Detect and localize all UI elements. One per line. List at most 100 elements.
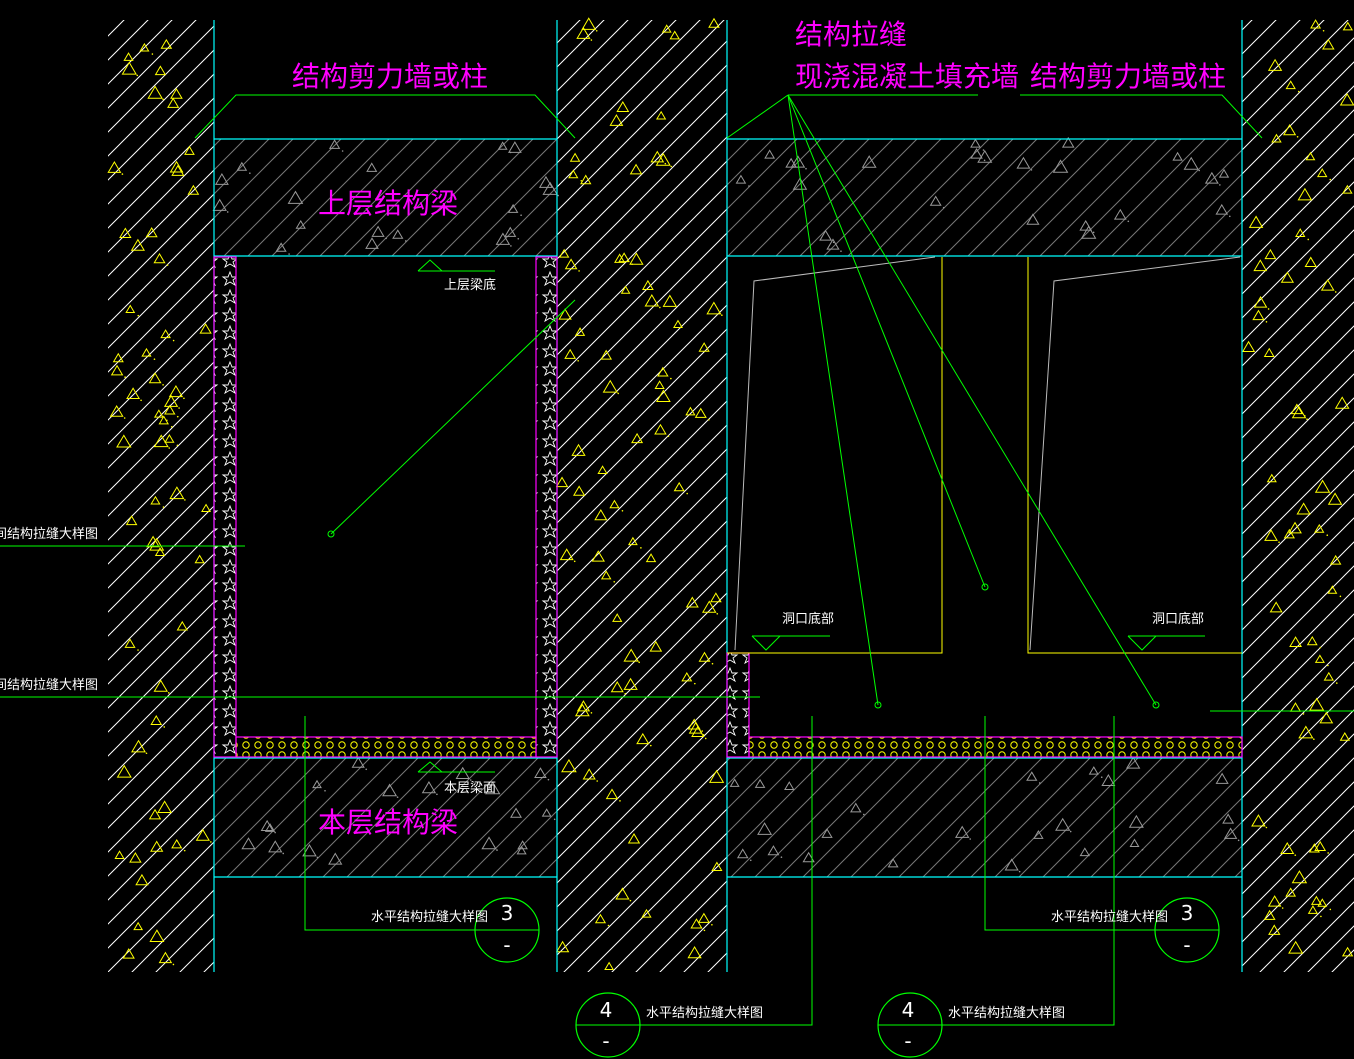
center-shear-wall bbox=[557, 20, 727, 972]
aggregate-mark bbox=[571, 443, 586, 456]
aggregate-mark bbox=[153, 679, 169, 692]
aggregate-mark bbox=[1266, 473, 1277, 483]
aggregate-dot bbox=[607, 924, 610, 927]
aggregate-mark bbox=[169, 486, 185, 500]
aggregate-mark bbox=[1342, 184, 1353, 194]
aggregate-mark bbox=[538, 175, 553, 188]
aggregate-mark bbox=[580, 174, 592, 185]
aggregate-dot bbox=[686, 492, 688, 495]
vertical-joint-detail-label-2: 间结构拉缝大样图 bbox=[0, 678, 98, 693]
aggregate-dot bbox=[1306, 418, 1308, 421]
aggregate-dot bbox=[1278, 541, 1280, 543]
detail-callout-3-right[interactable]: 3 - bbox=[1154, 897, 1220, 963]
aggregate-mark bbox=[1327, 585, 1338, 594]
aggregate-mark bbox=[561, 758, 577, 773]
aggregate-mark bbox=[685, 406, 696, 416]
aggregate-dot bbox=[983, 159, 986, 162]
aggregate-dot bbox=[1030, 169, 1033, 171]
aggregate-mark bbox=[1267, 895, 1282, 907]
detail-callout-3-left[interactable]: 3 - bbox=[474, 897, 540, 963]
aggregate-mark bbox=[1322, 38, 1335, 50]
aggregate-dot bbox=[590, 39, 593, 41]
aggregate-dot bbox=[553, 818, 556, 821]
aggregate-mark bbox=[623, 677, 638, 690]
aggregate-mark bbox=[167, 97, 180, 108]
cast-infill-label: 现浇混凝土填充墙 bbox=[795, 60, 1019, 93]
aggregate-mark bbox=[365, 237, 379, 249]
aggregate-dot bbox=[640, 547, 642, 549]
aggregate-mark bbox=[154, 65, 167, 76]
leader-end-dots bbox=[327, 530, 1160, 709]
aggregate-mark bbox=[641, 908, 652, 918]
aggregate-mark bbox=[887, 858, 899, 868]
aggregate-dot bbox=[659, 306, 661, 309]
aggregate-mark bbox=[150, 714, 163, 725]
right-vertical-joint-stub bbox=[726, 652, 750, 758]
left-shear-wall bbox=[108, 20, 214, 972]
aggregate-mark bbox=[650, 150, 665, 163]
structural-joint-label: 结构拉缝 bbox=[795, 18, 907, 51]
aggregate-mark bbox=[112, 352, 124, 363]
aggregate-dot bbox=[716, 613, 719, 615]
aggregate-mark bbox=[576, 26, 591, 39]
aggregate-mark bbox=[615, 887, 630, 900]
aggregate-dot bbox=[226, 211, 229, 213]
aggregate-mark bbox=[1316, 168, 1328, 178]
aggregate-dot bbox=[1069, 830, 1072, 833]
aggregate-mark bbox=[164, 404, 176, 415]
callout-number: 4 bbox=[600, 998, 613, 1022]
aggregate-mark bbox=[1341, 946, 1354, 957]
aggregate-mark bbox=[163, 394, 179, 407]
aggregate-dot bbox=[1267, 308, 1270, 310]
aggregate-mark bbox=[1289, 636, 1303, 648]
aggregate-dot bbox=[617, 392, 620, 395]
aggregate-dot bbox=[509, 151, 512, 154]
aggregate-dot bbox=[580, 179, 583, 182]
aggregate-mark bbox=[123, 52, 134, 61]
left-horizontal-joint bbox=[235, 736, 537, 758]
aggregate-dot bbox=[163, 726, 166, 728]
horizontal-joint-detail-label-right: 水平结构拉缝大样图 bbox=[1051, 910, 1168, 925]
aggregate-dot bbox=[721, 314, 723, 316]
aggregate-dot bbox=[1327, 852, 1329, 854]
aggregate-mark bbox=[1248, 215, 1264, 228]
aggregate-mark bbox=[351, 756, 365, 768]
aggregate-mark bbox=[690, 918, 703, 929]
aggregate-mark bbox=[792, 177, 808, 190]
aggregate-mark bbox=[1268, 924, 1281, 935]
aggregate-mark bbox=[610, 681, 624, 693]
callout-number: 3 bbox=[501, 901, 514, 925]
aggregate-dot bbox=[1237, 839, 1240, 842]
aggregate-mark bbox=[125, 515, 138, 526]
aggregate-dot bbox=[577, 360, 579, 362]
aggregate-mark bbox=[1310, 19, 1322, 29]
aggregate-mark bbox=[1252, 309, 1265, 321]
aggregate-mark bbox=[122, 948, 135, 959]
aggregate-mark bbox=[1283, 528, 1295, 539]
aggregate-dot bbox=[704, 737, 707, 740]
aggregate-dot bbox=[396, 796, 399, 798]
aggregate-mark bbox=[107, 160, 122, 173]
detail-callout-4-left[interactable]: 4 - bbox=[575, 992, 641, 1058]
aggregate-mark bbox=[147, 85, 163, 99]
aggregate-dot bbox=[496, 849, 498, 851]
callout-number: 4 bbox=[902, 998, 915, 1022]
detail-callout-4-right[interactable]: 4 - bbox=[877, 992, 943, 1058]
aggregate-dot bbox=[316, 856, 319, 859]
aggregate-mark bbox=[662, 294, 678, 307]
aggregate-mark bbox=[421, 781, 437, 794]
aggregate-mark bbox=[275, 242, 287, 252]
aggregate-dot bbox=[145, 752, 148, 755]
aggregate-mark bbox=[631, 432, 644, 444]
aggregate-mark bbox=[1026, 771, 1038, 781]
aggregate-mark bbox=[126, 387, 141, 400]
aggregate-dot bbox=[1302, 713, 1305, 715]
aggregate-dot bbox=[136, 74, 139, 77]
aggregate-dot bbox=[1092, 231, 1095, 234]
shear-wall-label-right: 结构剪力墙或柱 bbox=[1030, 60, 1226, 93]
aggregate-mark bbox=[148, 808, 162, 820]
aggregate-dot bbox=[1326, 534, 1329, 537]
shear-wall-label-left: 结构剪力墙或柱 bbox=[292, 60, 488, 93]
aggregate-dot bbox=[701, 730, 703, 732]
